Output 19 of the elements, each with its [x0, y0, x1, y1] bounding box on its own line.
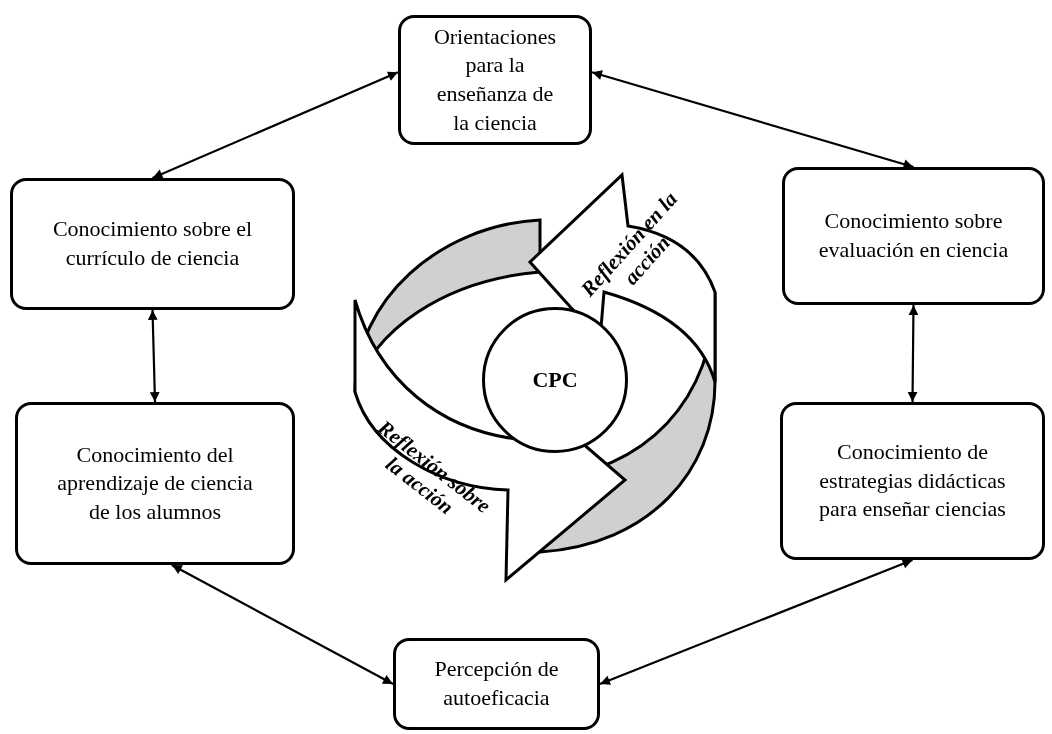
node-text: CPC — [532, 365, 578, 394]
concept-box — [393, 638, 600, 730]
node-text: Conocimiento del aprendizaje de ciencia de los alumnos — [56, 440, 254, 526]
double-arrow — [907, 305, 919, 402]
node-text: Conocimiento sobre el currículo de ciencia — [51, 215, 254, 272]
double-arrow — [152, 71, 399, 179]
double-arrow — [591, 70, 914, 169]
double-arrow — [599, 558, 913, 686]
concept-box — [10, 178, 295, 310]
concept-box — [398, 15, 592, 145]
node-text: Orientaciones para la enseñanza de la ciencia — [432, 22, 558, 137]
node-text: Conocimiento sobre evaluación en ciencia — [817, 207, 1010, 264]
concept-box — [782, 167, 1045, 305]
concept-box — [15, 402, 295, 565]
node-text: Percepción de autoeficacia — [433, 655, 560, 712]
double-arrow — [147, 309, 160, 403]
double-arrow — [171, 564, 394, 685]
node-text: Conocimiento de estrategias didácticas para enseñar ciencias — [818, 438, 1007, 524]
concept-box — [780, 402, 1045, 560]
